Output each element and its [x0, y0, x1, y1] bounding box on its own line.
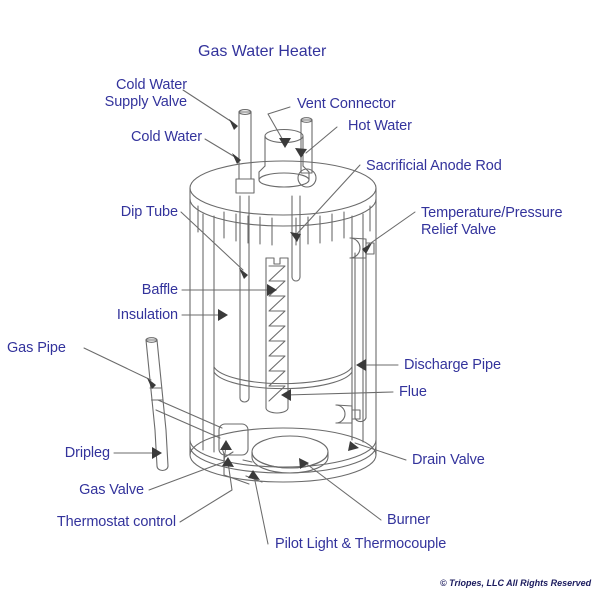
label-hot-water: Hot Water	[348, 118, 412, 134]
hot-water-pipe	[297, 117, 317, 188]
base-skirt	[189, 439, 377, 474]
vent-connector	[258, 128, 310, 188]
dripleg	[154, 429, 169, 471]
inner-tank-bottom	[213, 366, 353, 390]
label-vent-connector: Vent Connector	[297, 96, 396, 112]
leader-lines	[83, 89, 416, 545]
flue-tube	[265, 257, 289, 414]
label-gas-pipe: Gas Pipe	[7, 340, 66, 356]
leader-arrowheads	[147, 119, 372, 480]
label-cold-water-supply-valve: Cold Water Supply Valve	[104, 77, 187, 110]
page-title: Gas Water Heater	[198, 43, 327, 60]
label-gas-valve: Gas Valve	[79, 482, 144, 498]
insulation-layer	[197, 205, 371, 453]
label-thermostat-control: Thermostat control	[56, 514, 176, 530]
label-baffle: Baffle	[141, 282, 178, 298]
dip-tube	[239, 195, 250, 403]
label-temperature-pressure-relief-valve: Temperature/Pressure Relief Valve	[421, 205, 563, 238]
drain-valve	[335, 404, 361, 424]
discharge-pipe	[354, 252, 367, 423]
label-sacrificial-anode-rod: Sacrificial Anode Rod	[366, 158, 502, 174]
label-flue: Flue	[399, 384, 427, 400]
label-burner: Burner	[387, 512, 430, 528]
gas-valve	[218, 423, 250, 485]
label-discharge-pipe: Discharge Pipe	[404, 357, 501, 373]
cold-water-pipe	[235, 109, 255, 194]
label-pilot-light-thermocouple: Pilot Light & Thermocouple	[275, 536, 447, 552]
label-insulation: Insulation	[116, 307, 178, 323]
temperature-pressure-relief-valve	[349, 237, 375, 259]
copyright-notice: © Triopes, LLC All Rights Reserved	[440, 578, 592, 588]
sacrificial-anode-rod	[291, 195, 301, 282]
label-dripleg: Dripleg	[64, 445, 110, 461]
label-drain-valve: Drain Valve	[412, 452, 485, 468]
label-dip-tube: Dip Tube	[120, 204, 178, 220]
baffle	[268, 265, 286, 402]
gas-pipe	[145, 337, 223, 439]
tank-shell	[189, 160, 377, 483]
label-cold-water: Cold Water	[131, 129, 202, 145]
